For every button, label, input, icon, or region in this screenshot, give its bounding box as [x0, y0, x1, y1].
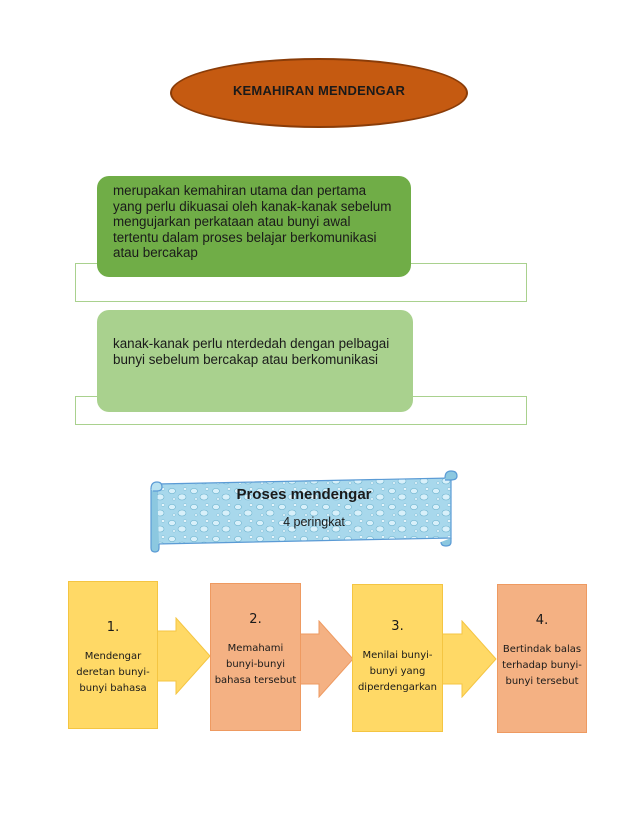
step-2-text: Memahami bunyi-bunyi bahasa tersebut	[214, 643, 297, 686]
step-4-number: 4.	[535, 613, 549, 628]
step-3-box: 3. Menilai bunyi-bunyi yang diperdengark…	[352, 584, 443, 732]
scroll-banner	[150, 470, 458, 553]
exposure-text: kanak-kanak perlu nterdedah dengan pelba…	[113, 336, 390, 367]
arrow-right-icon	[436, 620, 497, 698]
step-3-number: 3.	[391, 619, 404, 634]
step-2-number: 2.	[249, 612, 262, 627]
step-1-number: 1.	[106, 620, 120, 635]
step-4-text: Bertindak balas terhadap bunyi-bunyi ter…	[502, 644, 582, 687]
step-1-text: Mendengar deretan bunyi-bunyi bahasa	[76, 651, 150, 694]
title-ellipse: KEMAHIRAN MENDENGAR	[170, 58, 468, 128]
step-2-box: 2. Memahami bunyi-bunyi bahasa tersebut	[210, 583, 301, 731]
scroll-subtitle: 4 peringkat	[283, 515, 345, 529]
diagram-title: KEMAHIRAN MENDENGAR	[232, 82, 406, 98]
definition-box: merupakan kemahiran utama dan pertama ya…	[97, 176, 411, 277]
step-1-box: 1. Mendengar deretan bunyi-bunyi bahasa	[68, 581, 158, 729]
arrow-right-icon	[293, 620, 354, 698]
arrow-right-icon	[150, 617, 211, 695]
scroll-title: Proses mendengar	[236, 486, 372, 503]
step-4-box: 4. Bertindak balas terhadap bunyi-bunyi …	[497, 584, 587, 733]
exposure-box: kanak-kanak perlu nterdedah dengan pelba…	[97, 310, 413, 412]
definition-text: merupakan kemahiran utama dan pertama ya…	[113, 183, 392, 260]
step-3-text: Menilai bunyi-bunyi yang diperdengarkan	[357, 650, 438, 693]
